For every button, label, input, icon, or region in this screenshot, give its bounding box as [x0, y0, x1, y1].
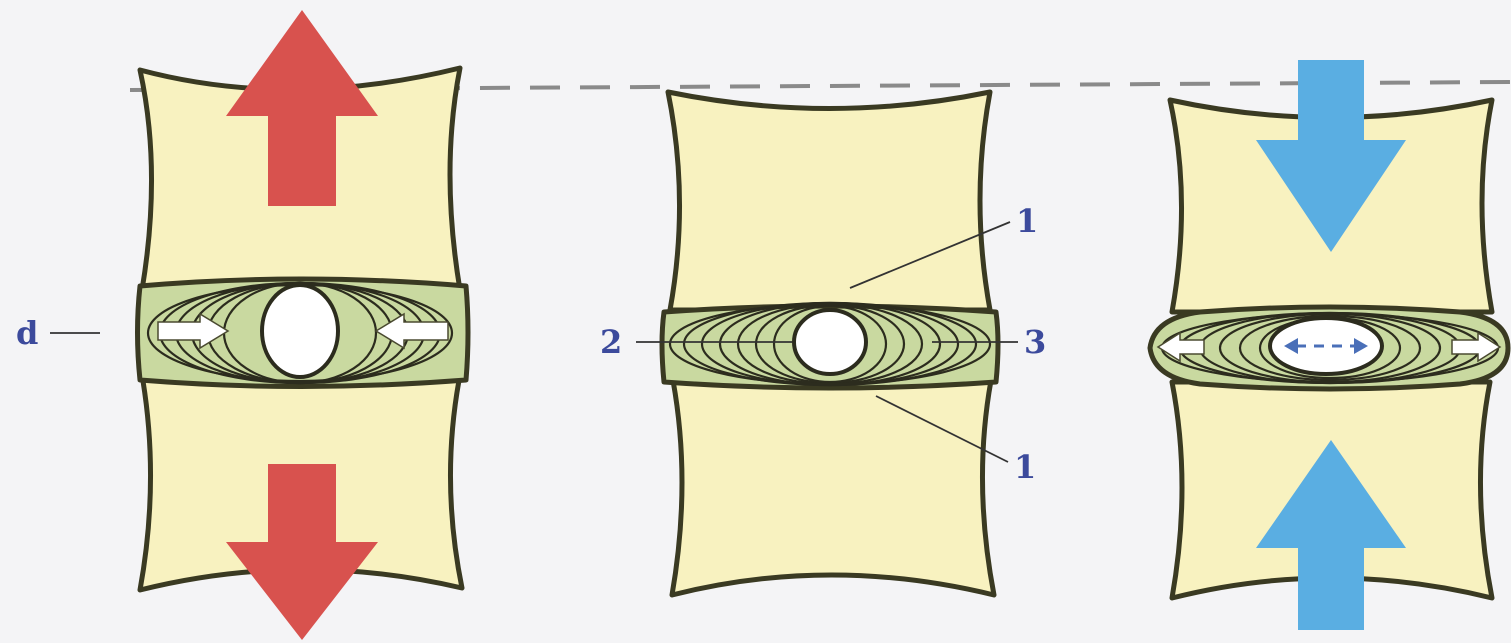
upper-vertebra-middle	[668, 92, 990, 310]
label-2: 2	[600, 323, 622, 361]
label-d: d	[16, 314, 38, 352]
neutral-segment	[636, 92, 1018, 595]
nucleus-left	[262, 285, 338, 377]
stretched-segment	[138, 10, 469, 640]
lower-vertebra-middle	[672, 375, 994, 595]
label-3: 3	[1024, 323, 1046, 361]
compressed-segment	[1150, 60, 1508, 630]
nucleus-middle	[794, 310, 866, 374]
label-1-bottom: 1	[1014, 448, 1036, 486]
label-1-top: 1	[1016, 202, 1038, 240]
label-d-group: d	[16, 314, 100, 352]
